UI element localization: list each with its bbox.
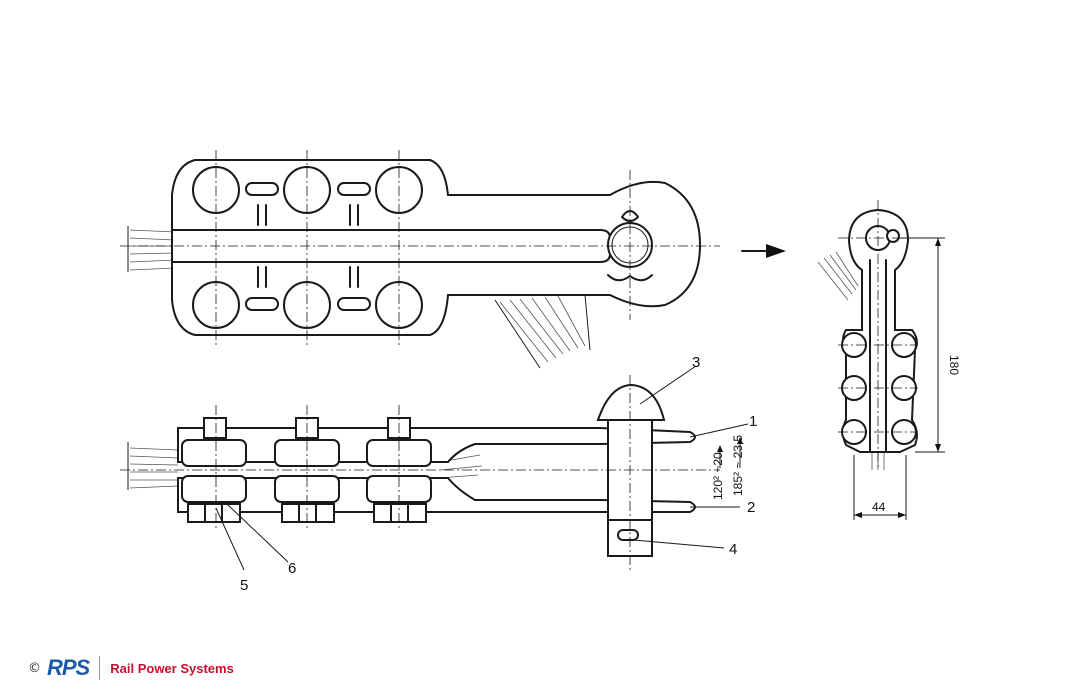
top-view [120,150,786,369]
callout-6: 6 [288,560,296,577]
dim-height: 180 [947,355,961,375]
copyright: © [28,660,41,676]
brand-name: Rail Power Systems [110,660,234,676]
pin-cap [596,383,666,421]
side-view: 120² ~20 185² ~ 23,5 1 2 3 4 5 6 [120,354,757,594]
slots-top [245,182,371,311]
rps-logo: RPS [47,655,90,680]
cable-outgoing [494,294,591,369]
callout-2: 2 [747,499,755,516]
dim-cross-section-a: 120² ~20 [711,452,725,500]
logo-separator [99,656,101,680]
callout-3: 3 [692,354,700,371]
dim-cross-section-b: 185² ~ 23,5 [731,435,745,496]
footer: © RPS Rail Power Systems [28,655,234,681]
bolts-side [181,417,432,523]
view-arrow [741,244,786,258]
callout-4: 4 [729,541,737,558]
callout-5: 5 [240,577,248,594]
cable-end [817,251,859,301]
end-view: 180 44 [817,200,961,520]
cable-left-top [127,226,176,272]
cable-left-side [127,442,179,490]
dim-width: 44 [872,500,886,514]
callout-1: 1 [749,413,757,430]
